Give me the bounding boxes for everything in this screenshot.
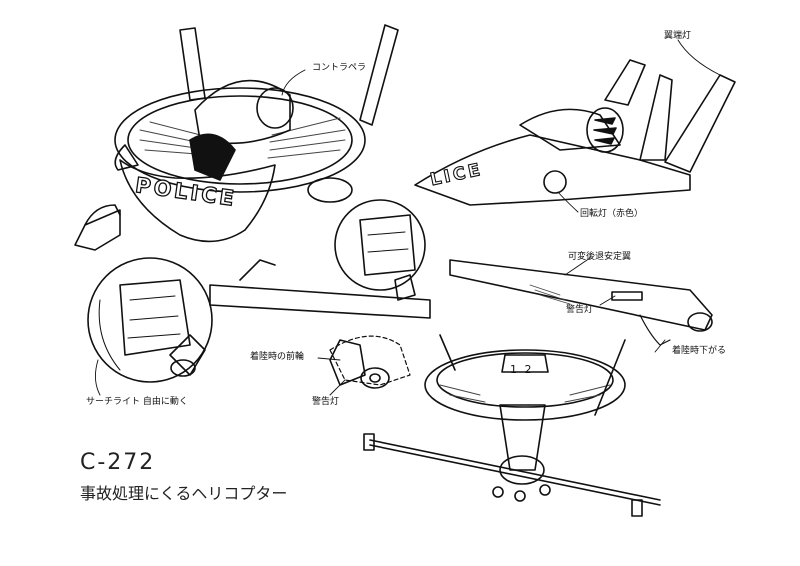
- left-pilot-sphere: [87, 257, 213, 383]
- label-landing-front-wheel: 着陸時の前輪: [250, 352, 305, 362]
- front-wheel: [360, 367, 390, 389]
- right-seat-frame: [359, 214, 416, 276]
- label-rotating-light: 回転灯（赤色）: [580, 209, 644, 219]
- label-warning-light-right: 警告灯: [566, 305, 594, 315]
- label-searchlight: サーチライト 自由に動く: [86, 397, 188, 407]
- annotation-leaders: [95, 39, 721, 396]
- right-tail-fin-1: [639, 74, 673, 161]
- left-searchlight-lens: [170, 359, 196, 377]
- bottom-craft-underside-view: [363, 334, 661, 517]
- left-rotor-inner: [127, 95, 353, 185]
- label-variable-stabilizer: 可変後退安定翼: [568, 252, 632, 262]
- left-propeller-blade-right: [359, 24, 399, 126]
- label-contra-propeller: コントラペラ: [312, 63, 367, 73]
- right-tail-fin-2: [664, 74, 736, 173]
- bottom-rotor-hatch: [439, 384, 611, 403]
- right-upper-fuselage: [414, 134, 691, 206]
- right-searchlight: [394, 274, 416, 301]
- left-strut-arm: [74, 209, 121, 251]
- bottom-craft-mark: 1 2: [510, 363, 534, 376]
- bottom-fuselage: [499, 404, 546, 471]
- right-rotating-light: [543, 170, 567, 194]
- right-intake-fins: [593, 117, 617, 145]
- right-engine-intake: [586, 107, 624, 153]
- left-side-light-pod: [307, 177, 353, 203]
- right-pilot-sphere: [334, 199, 426, 291]
- right-stabilizer-wing: [449, 259, 713, 331]
- right-tail-fin-3: [604, 59, 646, 106]
- left-searchlight: [169, 334, 206, 376]
- left-rotor-disk: [114, 87, 366, 193]
- right-warning-light-block: [611, 291, 643, 301]
- left-craft-front-view: [74, 24, 431, 383]
- bottom-hub: [501, 354, 549, 373]
- bottom-wing-tip-left: [363, 433, 375, 451]
- bottom-sphere: [499, 455, 545, 485]
- left-body-shield: [119, 159, 276, 243]
- left-propeller-blade-left: [179, 27, 206, 101]
- left-seat-frame: [119, 279, 191, 356]
- left-side-pod-left: [114, 144, 139, 171]
- label-wing-lights: 翼端灯: [664, 31, 692, 41]
- left-engine-intake: [256, 87, 294, 129]
- bottom-wing-tip-right: [631, 499, 643, 517]
- left-cockpit-vent: [189, 133, 236, 181]
- bottom-antenna-right: [594, 339, 626, 416]
- bottom-wing-boom: [369, 439, 661, 501]
- drawing-caption: 事故処理にくるヘリコプター: [80, 484, 288, 503]
- bottom-rotor-disk: [424, 349, 626, 421]
- drawing-code: C-272: [80, 450, 156, 475]
- label-warning-light-bottom: 警告灯: [312, 397, 340, 407]
- right-stabilizer-hatch: [529, 284, 571, 305]
- label-lowers-on-landing: 着陸時下がる: [672, 346, 727, 356]
- front-wheel-strut: [329, 339, 366, 386]
- bottom-antenna-left: [439, 334, 456, 371]
- left-rotor-blades-hatch: [139, 117, 346, 159]
- front-wheel-inset: [329, 335, 411, 389]
- right-wingtip-warning-light: [687, 312, 713, 332]
- left-wing-boom: [209, 284, 431, 319]
- right-craft-side-view: [334, 59, 736, 346]
